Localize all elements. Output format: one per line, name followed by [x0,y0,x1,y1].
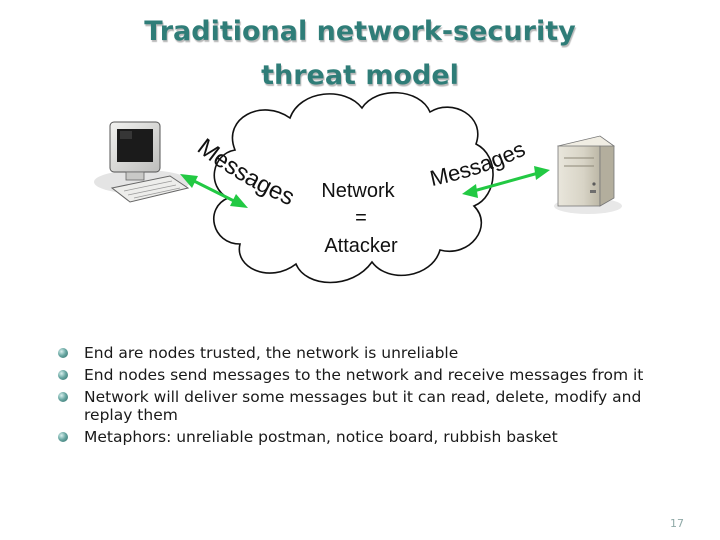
server-tower-icon [554,135,622,214]
page-number: 17 [670,517,684,530]
bullet-item: End are nodes trusted, the network is un… [58,344,678,362]
bullet-icon [58,432,68,442]
slide-title-line-1: Traditional network-security [144,16,576,47]
right-message-arrow [462,166,550,198]
bullet-icon [58,392,68,402]
bullet-text: End are nodes trusted, the network is un… [84,344,459,362]
desktop-computer-icon [94,121,190,203]
left-message-arrow [180,174,248,208]
slide-title-line-2: threat model [261,60,459,91]
cloud-text-attacker: Attacker [324,235,398,257]
cloud-text-network: Network [321,180,395,202]
network-cloud [212,91,494,284]
bullet-text: Network will deliver some messages but i… [84,388,642,424]
bullet-item: Metaphors: unreliable postman, notice bo… [58,428,678,446]
bullet-icon [58,370,68,380]
bullet-item: End nodes send messages to the network a… [58,366,678,384]
bullet-icon [58,348,68,358]
bullet-text: End nodes send messages to the network a… [84,366,644,384]
bullet-item: Network will deliver some messages but i… [58,388,678,424]
bullet-text: Metaphors: unreliable postman, notice bo… [84,428,558,446]
bullet-list: End are nodes trusted, the network is un… [58,344,678,450]
cloud-text-equals: = [355,207,367,229]
slide-title: Traditional network-security threat mode… [0,10,720,98]
